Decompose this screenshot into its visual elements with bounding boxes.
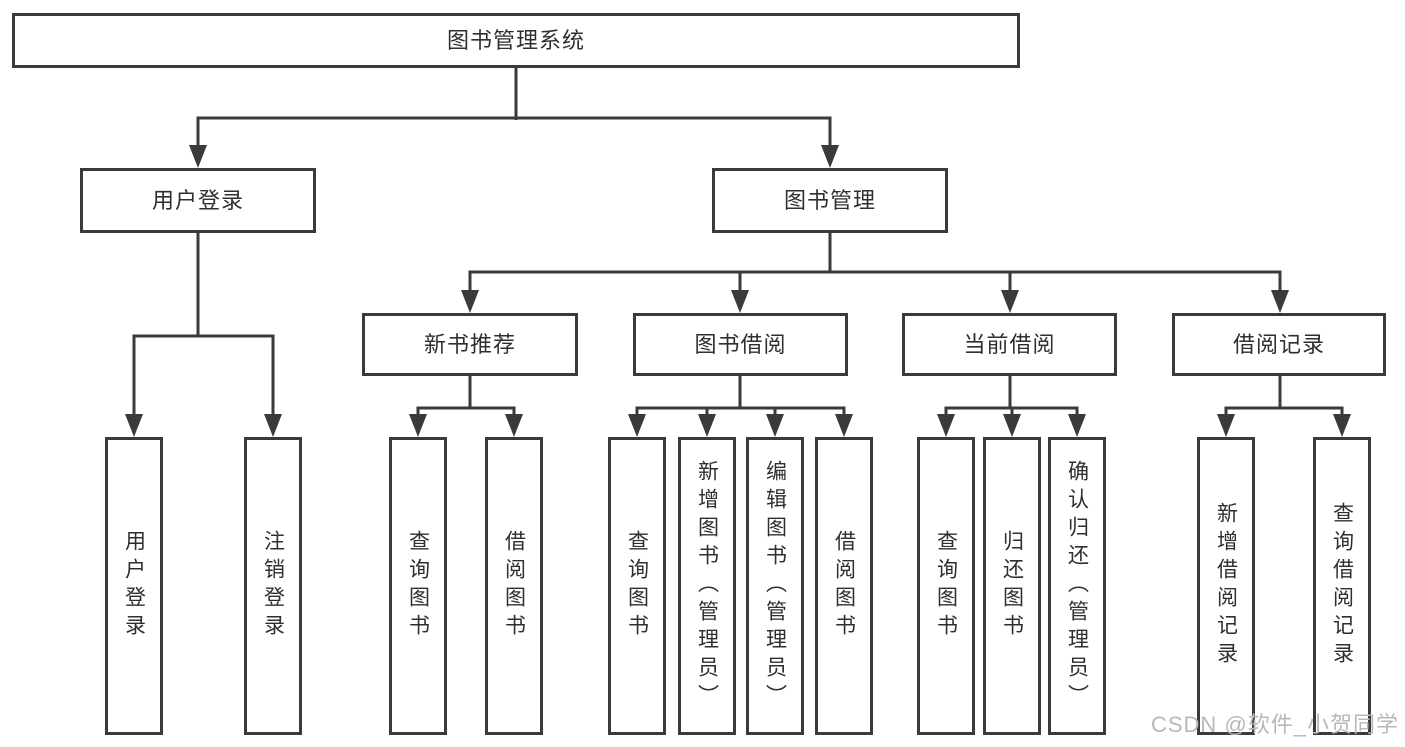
node-leaf-query-borrow-record: 查询借阅记录 [1313, 437, 1371, 735]
node-leaf-return-book: 归还图书 [983, 437, 1041, 735]
csdn-watermark: CSDN @软件_小贺同学 [1150, 712, 1399, 737]
node-leaf-add-book-admin-label: 新增图书（管理员） [695, 460, 719, 712]
node-user-login: 用户登录 [80, 168, 316, 233]
node-leaf-return-book-label: 归还图书 [1000, 530, 1024, 642]
node-leaf-logout: 注销登录 [244, 437, 302, 735]
node-current-borrowing: 当前借阅 [902, 313, 1117, 376]
node-leaf-add-borrow-record-label: 新增借阅记录 [1214, 502, 1238, 670]
node-leaf-query-books-2-label: 查询图书 [625, 530, 649, 642]
node-new-book-recommend: 新书推荐 [362, 313, 578, 376]
node-book-borrowing-label: 图书借阅 [694, 331, 787, 357]
node-borrow-records-label: 借阅记录 [1232, 331, 1325, 357]
node-leaf-confirm-return-admin: 确认归还（管理员） [1048, 437, 1106, 735]
connectors [132, 68, 1344, 416]
node-leaf-logout-label: 注销登录 [261, 530, 285, 642]
node-leaf-edit-book-admin: 编辑图书（管理员） [746, 437, 804, 735]
node-leaf-confirm-return-admin-label: 确认归还（管理员） [1065, 460, 1089, 712]
node-leaf-borrow-books-1-label: 借阅图书 [502, 530, 526, 642]
node-book-borrowing: 图书借阅 [633, 313, 848, 376]
node-user-login-label: 用户登录 [151, 187, 244, 213]
node-leaf-query-books-1-label: 查询图书 [406, 530, 430, 642]
node-leaf-borrow-books-2-label: 借阅图书 [832, 530, 856, 642]
node-leaf-query-books-2: 查询图书 [608, 437, 666, 735]
node-leaf-add-book-admin: 新增图书（管理员） [678, 437, 736, 735]
node-leaf-user-login: 用户登录 [105, 437, 163, 735]
node-leaf-borrow-books-2: 借阅图书 [815, 437, 873, 735]
node-book-management-label: 图书管理 [783, 187, 876, 213]
node-leaf-query-borrow-record-label: 查询借阅记录 [1330, 502, 1354, 670]
node-leaf-query-books-3: 查询图书 [917, 437, 975, 735]
node-new-book-recommend-label: 新书推荐 [423, 331, 516, 357]
arrowheads [125, 145, 1351, 437]
node-leaf-add-borrow-record: 新增借阅记录 [1197, 437, 1255, 735]
node-leaf-user-login-label: 用户登录 [122, 530, 146, 642]
node-root: 图书管理系统 [12, 13, 1020, 68]
node-leaf-query-books-1: 查询图书 [389, 437, 447, 735]
node-leaf-borrow-books-1: 借阅图书 [485, 437, 543, 735]
node-current-borrowing-label: 当前借阅 [963, 331, 1056, 357]
node-borrow-records: 借阅记录 [1172, 313, 1386, 376]
node-leaf-edit-book-admin-label: 编辑图书（管理员） [763, 460, 787, 712]
node-root-label: 图书管理系统 [446, 27, 585, 53]
node-leaf-query-books-3-label: 查询图书 [934, 530, 958, 642]
node-book-management: 图书管理 [712, 168, 948, 233]
